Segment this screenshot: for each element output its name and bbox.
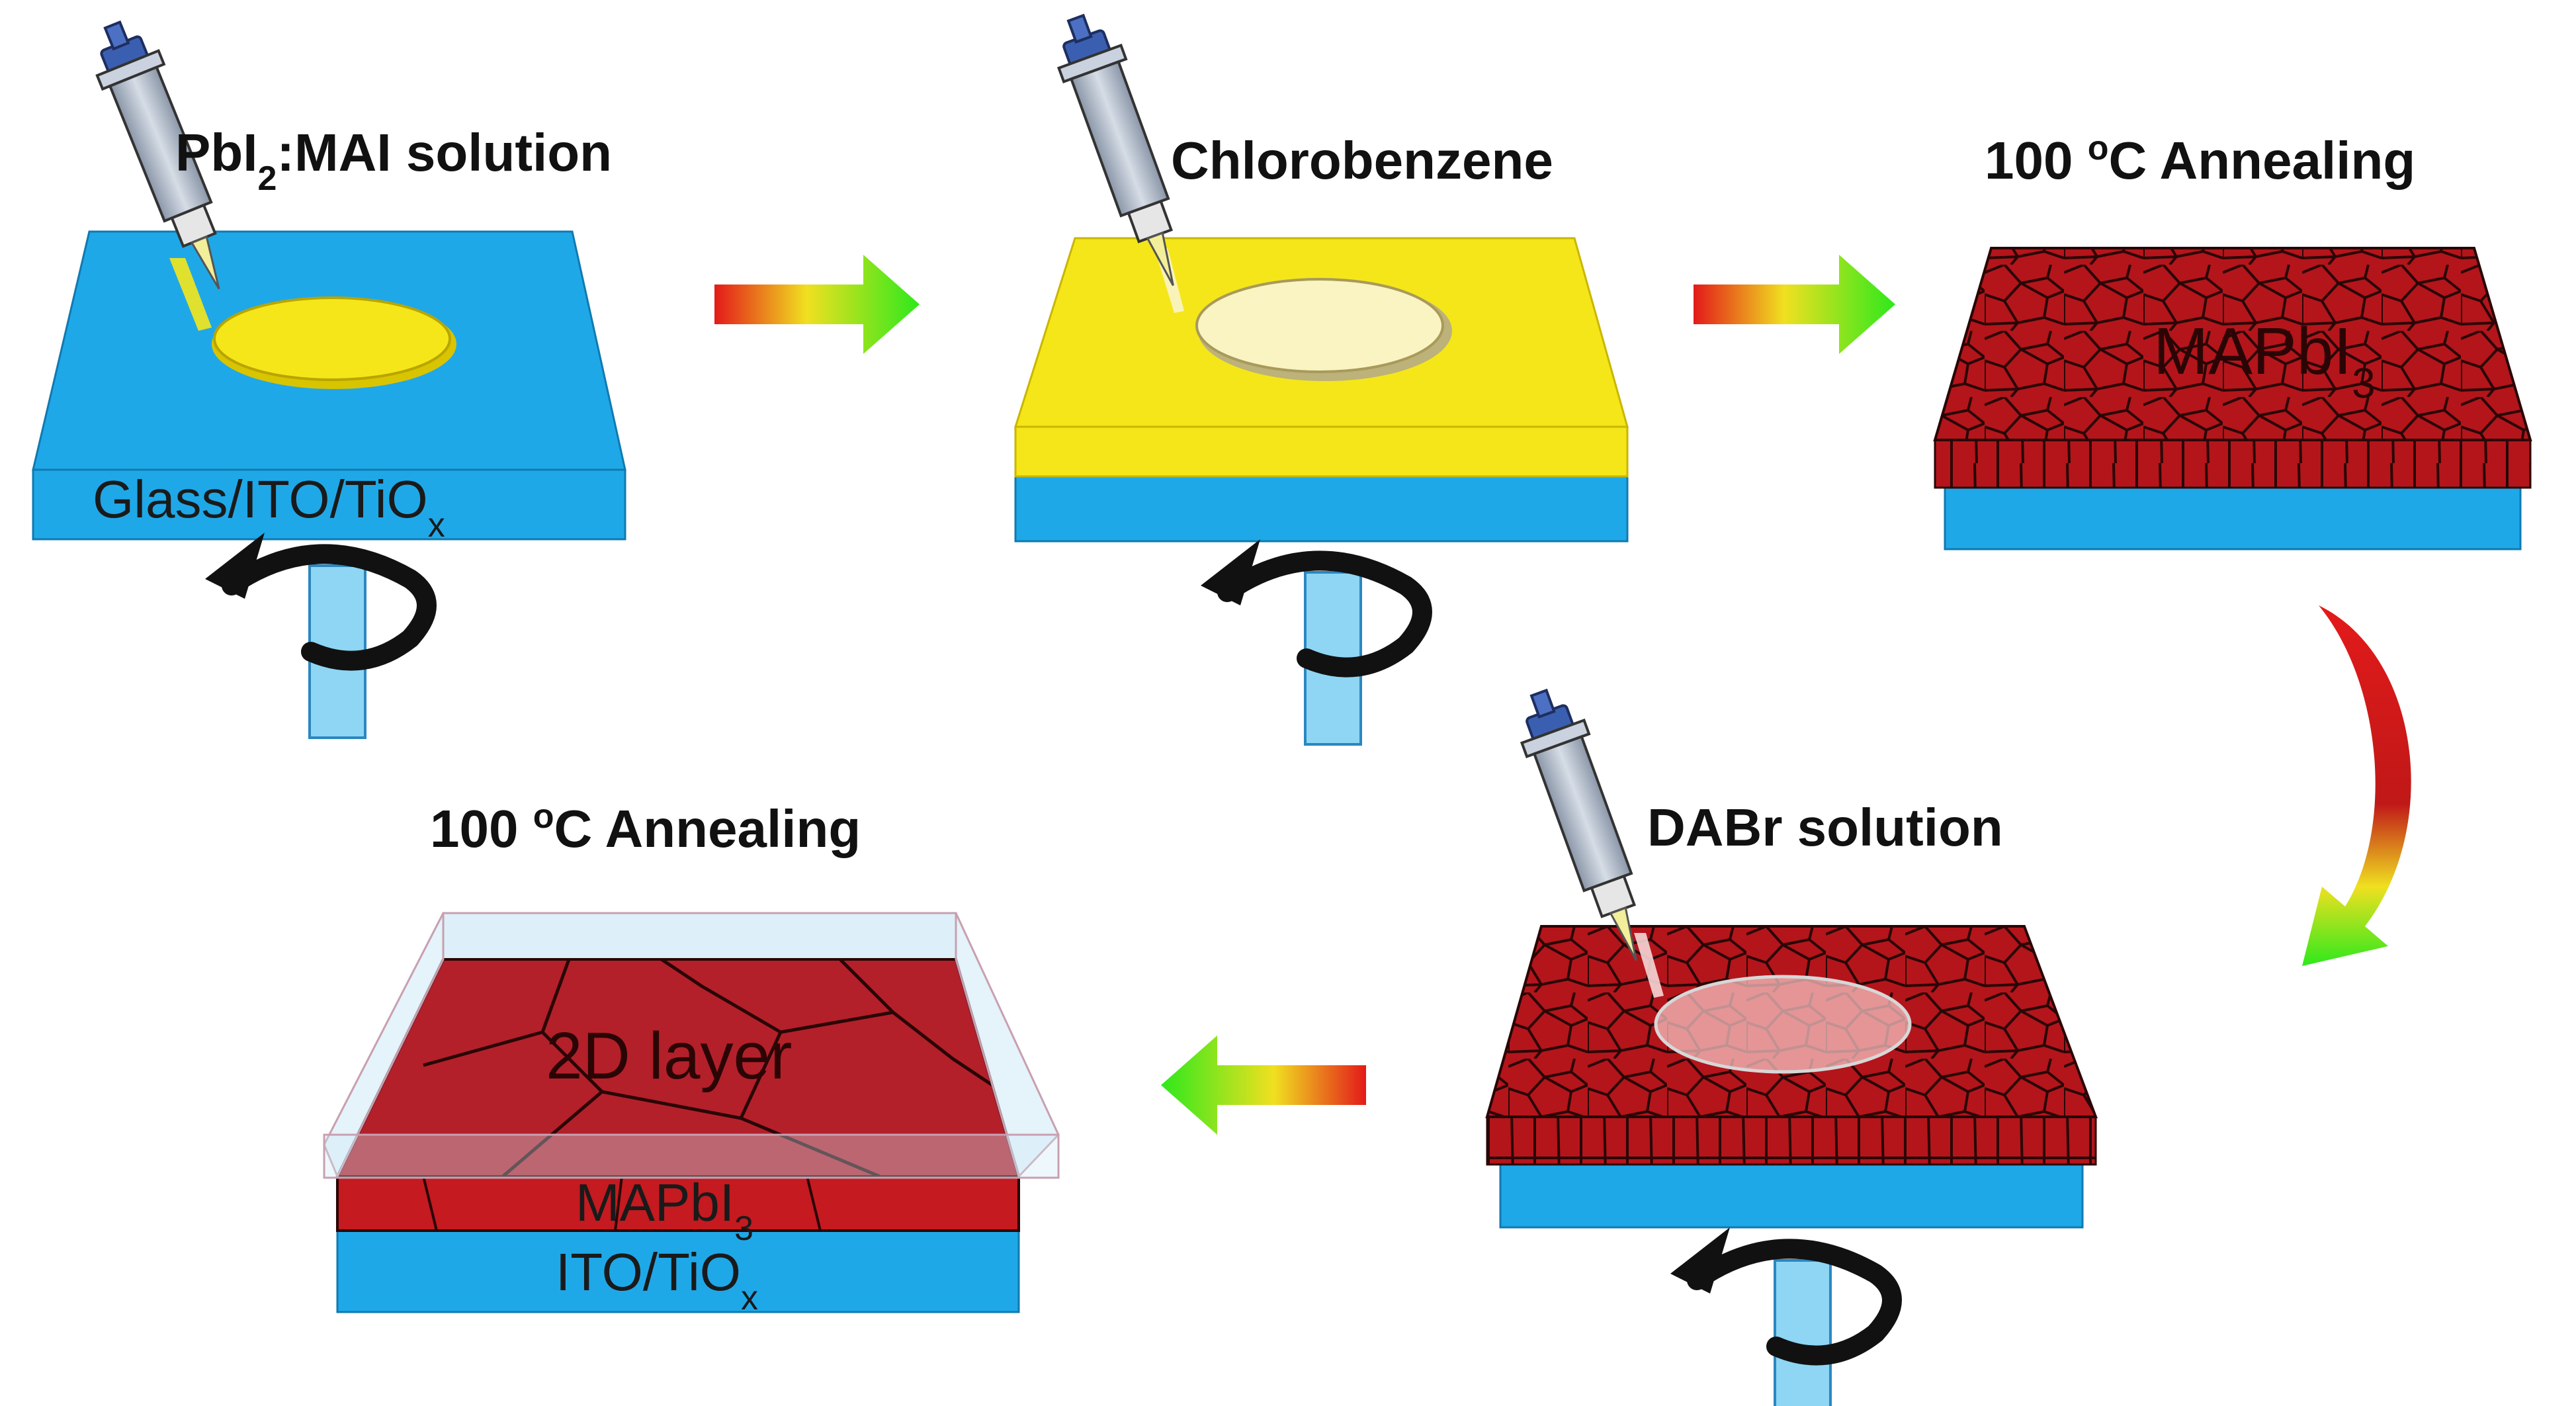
step-5-label: 100 oC Annealing [430, 797, 861, 858]
step-2-antisolvent: Chlorobenzene [1013, 5, 1629, 744]
process-arrow-icon [714, 255, 920, 354]
substrate-label: ITO/TiOx [556, 1243, 758, 1317]
step-1-spin-coat-precursor: PbI2:MAI solution Glass/ITO/TiOx [32, 11, 626, 738]
step-2-label: Chlorobenzene [1171, 131, 1553, 190]
perovskite-film-top [1933, 247, 2532, 441]
mapbi3-layer-label: MAPbI3 [576, 1173, 753, 1248]
process-arrow-icon [1694, 255, 1895, 354]
substrate-side [336, 1228, 1020, 1313]
step-4-dabr-coat: DABr solution [1485, 680, 2098, 1406]
step-5-final-structure: 100 oC Annealing 2D layer MAPbI3 ITO/TiO… [323, 797, 1060, 1317]
step-3-anneal: 100 oC Annealing MAPbI3 [1933, 129, 2532, 550]
perovskite-layer-side [336, 1175, 1020, 1232]
step-1-label: PbI2:MAI solution [175, 123, 612, 198]
dabr-drop [1654, 975, 1912, 1074]
substrate-side [1944, 485, 2522, 550]
two-d-layer-label: 2D layer [546, 1019, 792, 1093]
antisolvent-drop [1195, 278, 1444, 373]
step-3-label: 100 oC Annealing [1985, 129, 2415, 190]
precursor-film-side [1014, 425, 1629, 478]
spin-arrow-icon [1201, 539, 1422, 744]
encapsulation-back [442, 912, 957, 961]
spin-arrow-icon [205, 533, 427, 738]
perovskite-film-side [1486, 1116, 2097, 1166]
encapsulation-right [955, 912, 1060, 1178]
substrate-side [1499, 1163, 2084, 1229]
process-arrow-icon [1161, 1035, 1366, 1135]
substrate-side [32, 468, 626, 541]
process-arrow-icon [2302, 605, 2411, 966]
spin-arrow-icon [1670, 1227, 1892, 1406]
substrate-label: Glass/ITO/TiOx [93, 470, 445, 545]
perovskite-film-side [1934, 439, 2532, 489]
perovskite-label: MAPbI3 [2153, 314, 2376, 407]
substrate-side [1014, 474, 1629, 543]
encapsulation-left [323, 912, 445, 1179]
step-4-label: DABr solution [1647, 798, 2003, 857]
